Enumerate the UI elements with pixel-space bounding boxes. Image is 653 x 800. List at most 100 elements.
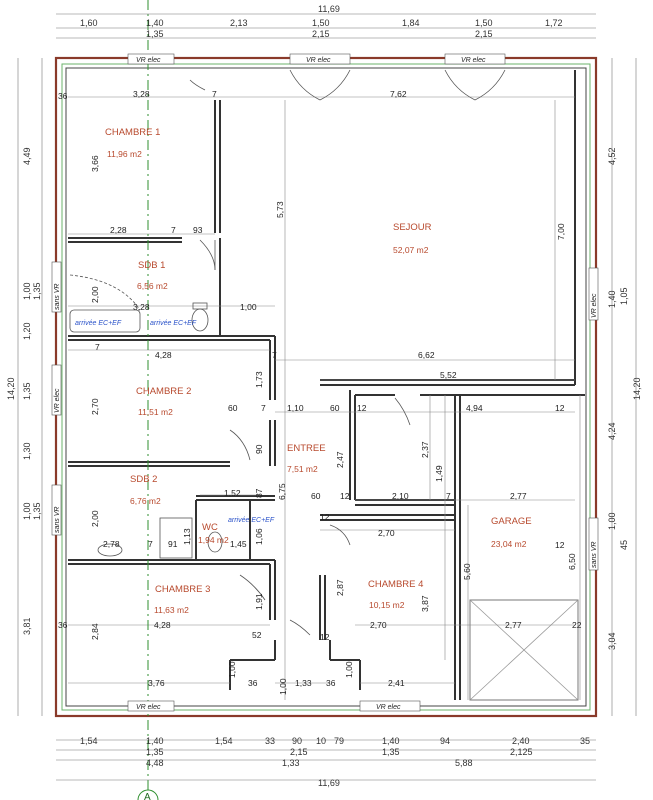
plumbing-notes: arrivée EC+EF arrivée EC+EF arrivée EC+E… (75, 320, 275, 524)
wall-dim: 1,33 (295, 678, 312, 688)
right-window-label: VR elec (591, 293, 598, 318)
bottom-dim: 1,35 (382, 747, 400, 757)
room-name-sdb-2: SDB 2 (130, 474, 157, 485)
interior-dimension-lines (68, 96, 581, 700)
bottom-dim: 2,40 (512, 736, 530, 746)
wall-dim: 2,78 (103, 539, 120, 549)
room-name-garage: GARAGE (491, 516, 532, 527)
outer-dimension-lines (17, 13, 637, 781)
room-area-chambre-4: 10,15 m2 (369, 600, 405, 610)
wall-dim: 1,10 (287, 403, 304, 413)
wall-dim: 2,70 (378, 528, 395, 538)
wall-dim: 1,00 (227, 661, 237, 678)
axis-label: A (144, 792, 151, 800)
left-dim: 3,81 (22, 617, 32, 635)
top-dim: 1,72 (545, 18, 563, 28)
wall-dim: 3,28 (133, 89, 150, 99)
left-dim: 1,30 (22, 442, 32, 460)
wall-dim: 7 (212, 89, 217, 99)
wall-dim: 22 (572, 620, 582, 630)
top-total-dim: 11,69 (318, 4, 340, 14)
wall-dim: 5,73 (275, 201, 285, 218)
top-dim: 2,15 (312, 29, 330, 39)
window-label: VR elec (376, 704, 401, 711)
bottom-dimensions: 1,54 1,40 1,54 33 90 10 79 1,40 94 2,40 … (80, 736, 590, 788)
room-area-sejour: 52,07 m2 (393, 245, 429, 255)
wall-dim: 2,47 (335, 451, 345, 468)
plumbing-note: arrivée EC+EF (75, 320, 122, 327)
wall-dim: 1,91 (254, 593, 264, 610)
left-window-label: sans VR (54, 284, 61, 310)
bottom-dim: 4,48 (146, 758, 164, 768)
bottom-dim: 5,88 (455, 758, 473, 768)
wall-dim: 1,00 (278, 678, 288, 695)
left-dim: 1,35 (22, 382, 32, 400)
wall-dim: 2,77 (505, 620, 522, 630)
wall-dim: 7 (148, 539, 153, 549)
bottom-dim: 1,40 (382, 736, 400, 746)
wall-dim: 4,94 (466, 403, 483, 413)
top-dim: 2,13 (230, 18, 248, 28)
right-dim: 1,05 (619, 287, 629, 305)
room-name-entree: ENTREE (287, 443, 326, 454)
wall-dim: 87 (254, 488, 264, 498)
wall-dim: 4,28 (155, 350, 172, 360)
plumbing-note: arrivée EC+EF (228, 517, 275, 524)
wall-dim: 6,62 (418, 350, 435, 360)
wall-dim: 12 (555, 403, 565, 413)
room-name-sdb-1: SDB 1 (138, 260, 165, 271)
left-dim: 1,20 (22, 322, 32, 340)
left-window-label: VR elec (54, 388, 61, 413)
room-area-chambre-3: 11,63 m2 (154, 605, 189, 615)
wall-dim: 7,62 (390, 89, 407, 99)
top-dim: 1,50 (475, 18, 493, 28)
wall-dim: 1,00 (344, 661, 354, 678)
wall-dim: 7,00 (556, 223, 566, 240)
wall-dim: 2,10 (392, 491, 409, 501)
wall-dim: 6,50 (567, 553, 577, 570)
wall-dim: 12 (357, 403, 367, 413)
bottom-dim: 2,125 (510, 747, 533, 757)
room-name-wc: WC (202, 522, 218, 533)
section-axis: A (137, 0, 159, 800)
wall-dim: 3,66 (90, 155, 100, 172)
wall-dim: 7 (446, 491, 451, 501)
top-dim: 1,35 (146, 29, 164, 39)
room-area-chambre-2: 11,51 m2 (138, 407, 173, 417)
bottom-dim: 1,33 (282, 758, 300, 768)
right-dimensions: 14,20 4,52 1,40 4,24 1,00 3,04 1,05 45 V… (588, 147, 642, 650)
left-total-dim: 14,20 (6, 377, 16, 400)
wall-dim: 1,45 (230, 539, 247, 549)
wall-dim: 2,70 (90, 398, 100, 415)
wall-dim: 52 (252, 630, 262, 640)
interior-dimensions: 36 3,28 7 7,62 3,66 5,73 7,00 2,28 7 93 … (58, 89, 582, 695)
bottom-dim: 90 (292, 736, 302, 746)
bottom-dim: 10 (316, 736, 326, 746)
wall-dim: 12 (340, 491, 350, 501)
room-area-sdb-1: 6,56 m2 (137, 281, 168, 291)
room-area-sdb-2: 6,76 m2 (130, 496, 161, 506)
top-dim: 1,84 (402, 18, 420, 28)
left-window-label: sans VR (54, 507, 61, 533)
doors (189, 69, 506, 636)
wall-dim: 7 (261, 403, 266, 413)
bottom-dim: 94 (440, 736, 450, 746)
room-area-garage: 23,04 m2 (491, 539, 527, 549)
wall-dim: 1,49 (434, 465, 444, 482)
wall-dim: 3,87 (420, 595, 430, 612)
wall-dim: 36 (248, 678, 258, 688)
window-label: VR elec (461, 57, 486, 64)
wall-dim: 2,00 (90, 510, 100, 527)
wall-dim: 36 (326, 678, 336, 688)
window-label: VR elec (136, 57, 161, 64)
right-window-label: sans VR (591, 542, 598, 568)
top-dim: 1,60 (80, 18, 98, 28)
window-labels: VR elec VR elec VR elec VR elec VR elec (127, 53, 506, 712)
wall-dim: 2,37 (420, 441, 430, 458)
wall-dim: 2,77 (510, 491, 527, 501)
right-dim: 4,52 (607, 147, 617, 165)
fixtures (69, 274, 223, 559)
room-labels: CHAMBRE 1 11,96 m2 SEJOUR 52,07 m2 SDB 1… (105, 127, 532, 615)
right-dim: 45 (619, 540, 629, 550)
wall-dim: 1,13 (182, 528, 192, 545)
